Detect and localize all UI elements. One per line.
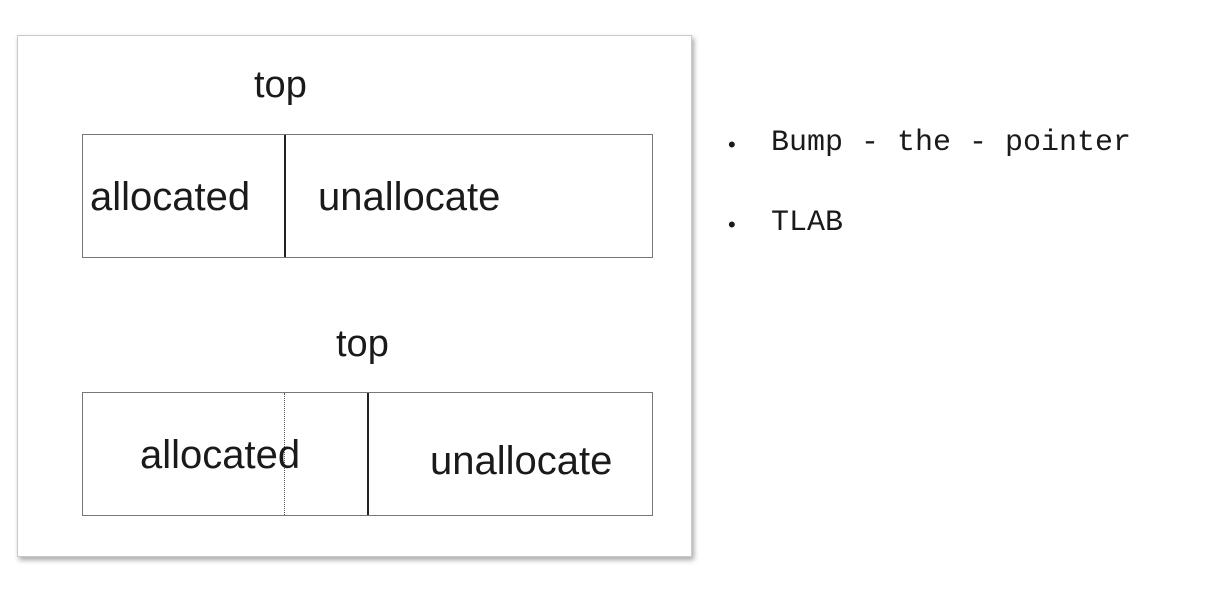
allocated-region-label-upper: allocated: [90, 175, 251, 219]
bullet-glyph: •: [728, 212, 736, 237]
bullet-text: TLAB: [771, 206, 844, 240]
diagram-panel: top allocated unallocate top allocated u…: [17, 35, 692, 557]
top-pointer-divider-lower: [367, 393, 369, 515]
memory-block-upper: allocated unallocate: [82, 134, 653, 258]
bullet-text: Bump - the - pointer: [771, 126, 1132, 160]
previous-top-divider-lower: [284, 393, 285, 515]
unallocated-region-label-upper: unallocate: [318, 175, 501, 219]
bullet-list: • Bump - the - pointer • TLAB: [728, 128, 1131, 238]
bullet-item-tlab: • TLAB: [728, 208, 1131, 238]
top-pointer-label-upper: top: [254, 64, 307, 106]
bullet-item-bump-pointer: • Bump - the - pointer: [728, 128, 1131, 158]
top-pointer-divider-upper: [284, 135, 286, 257]
unallocated-region-label-lower: unallocate: [430, 439, 613, 483]
allocated-region-label-lower: allocated: [140, 433, 301, 477]
memory-block-lower: allocated unallocate: [82, 392, 653, 516]
bullet-glyph: •: [728, 132, 736, 157]
top-pointer-label-lower: top: [336, 323, 389, 365]
